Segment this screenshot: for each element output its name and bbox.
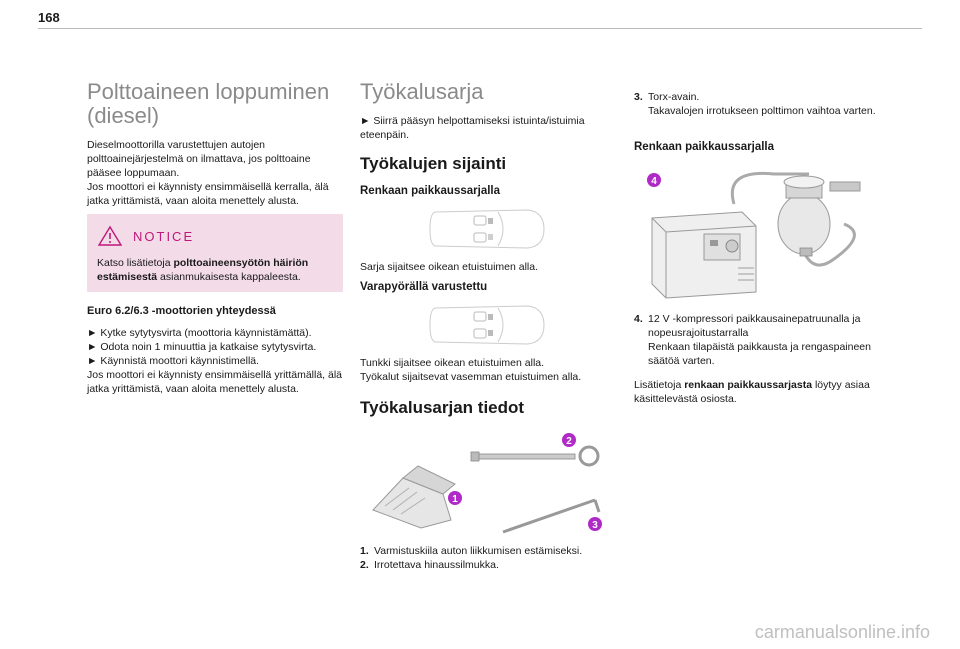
repair-kit-heading: Renkaan paikkaussarjalla — [634, 141, 774, 153]
more-info-link: renkaan paikkaussarjasta — [684, 379, 813, 391]
car-diagram-spare — [360, 302, 616, 348]
tools-illustration: 1 2 3 — [360, 428, 616, 538]
callout-3-label: 3 — [592, 520, 598, 531]
spare-text-2: Työkalut sijaitsevat vasemman etuistuime… — [360, 371, 582, 383]
list-item-subtext: Renkaan tilapäistä paikkausta ja rengasp… — [648, 341, 871, 367]
list-item: 3. Torx-avain. Takavalojen irrotukseen p… — [634, 90, 899, 118]
list-item-number: 3. — [634, 91, 643, 103]
tools-illustration-svg: 1 2 3 — [372, 433, 602, 534]
car-top-view-icon — [429, 209, 545, 249]
fuel-intro: Dieselmoottorilla varustettujen autojen … — [87, 139, 311, 179]
warning-icon — [97, 225, 123, 246]
page-number: 168 — [38, 10, 60, 25]
car-diagram-kit — [360, 206, 616, 252]
callout-2 — [562, 433, 576, 447]
notice-title: NOTICE — [133, 228, 195, 244]
list-item-number: 2. — [360, 559, 369, 571]
section-title-toolkit: Työkalusarja — [360, 79, 484, 104]
callout-2-label: 2 — [566, 436, 572, 447]
top-divider — [38, 28, 922, 29]
torx-key-icon — [502, 498, 601, 534]
spare-heading: Varapyörällä varustettu — [360, 281, 488, 293]
tool-list: 1. Varmistuskiila auton liikkumisen estä… — [360, 544, 616, 572]
wheel-chock-icon — [372, 465, 456, 529]
column-toolkit: Työkalusarja Siirrä pääsyn helpottamisek… — [360, 80, 616, 572]
list-item-number: 4. — [634, 313, 643, 325]
list-item-text: 12 V -kompressori paikkausainepatruunall… — [648, 313, 861, 339]
spare-text-1: Tunkki sijaitsee oikean etuistuimen alla… — [360, 357, 545, 369]
notice-header: NOTICE — [97, 224, 333, 248]
callout-3 — [588, 517, 602, 531]
sealant-bottle-icon — [777, 175, 861, 255]
tool-details-heading: Työkalusarjan tiedot — [360, 398, 525, 417]
compressor-svg: 4 — [647, 171, 861, 299]
callout-1-label: 1 — [452, 494, 458, 505]
compressor-icon — [651, 211, 757, 299]
kit-location-text: Sarja sijaitsee oikean etuistuimen alla. — [360, 261, 539, 273]
toolkit-intro: Siirrä pääsyn helpottamiseksi istuinta/i… — [360, 114, 616, 142]
hose-icon — [731, 171, 809, 205]
step-3: Käynnistä moottori käynnistimellä. — [87, 354, 343, 368]
kit-heading: Renkaan paikkaussarjalla — [360, 185, 500, 197]
step-2: Odota noin 1 minuuttia ja katkaise sytyt… — [87, 340, 343, 354]
section-title-fuel: Polttoaineen loppuminen (diesel) — [87, 79, 330, 128]
list-item: 2. Irrotettava hinaussilmukka. — [360, 558, 616, 572]
car-top-view-icon — [429, 305, 545, 345]
list-item-text: Irrotettava hinaussilmukka. — [374, 559, 499, 571]
column-fuel: Polttoaineen loppuminen (diesel) Dieselm… — [87, 80, 343, 402]
list-item: 1. Varmistuskiila auton liikkumisen estä… — [360, 544, 616, 558]
column-repair-kit: 3. Torx-avain. Takavalojen irrotukseen p… — [634, 90, 899, 412]
notice-box: NOTICE Katso lisätietoja polttoaineensyö… — [87, 214, 343, 292]
towing-eye-icon — [470, 445, 600, 467]
more-info-text: Lisätietoja renkaan paikkaussarjasta löy… — [634, 379, 870, 405]
list-item: 4. 12 V -kompressori paikkausainepatruun… — [634, 312, 899, 368]
notice-link-text: polttoaineensyötön häiriön estämisestä — [97, 257, 309, 283]
list-item-subtext: Takavalojen irrotukseen polttimon vaihto… — [648, 105, 876, 117]
tools-location-heading: Työkalujen sijainti — [360, 154, 507, 173]
euro-heading: Euro 6.2/6.3 -moottorien yhteydessä — [87, 305, 276, 317]
notice-text: Katso lisätietoja polttoaineensyötön häi… — [97, 257, 309, 283]
fuel-outro: Jos moottori ei käynnisty ensimmäisellä … — [87, 369, 343, 395]
callout-4 — [647, 173, 661, 187]
callout-4-label: 4 — [651, 176, 657, 187]
watermark: carmanualsonline.info — [754, 622, 930, 642]
callout-1 — [448, 491, 462, 505]
step-1: Kytke sytytysvirta (moottoria käynnistäm… — [87, 326, 343, 340]
fuel-intro-2: Jos moottori ei käynnisty ensimmäisellä … — [87, 181, 329, 207]
list-item-text: Torx-avain. — [648, 91, 700, 103]
list-item-number: 1. — [360, 545, 369, 557]
list-item-text: Varmistuskiila auton liikkumisen estämis… — [374, 545, 583, 557]
compressor-illustration: 4 — [634, 164, 899, 304]
